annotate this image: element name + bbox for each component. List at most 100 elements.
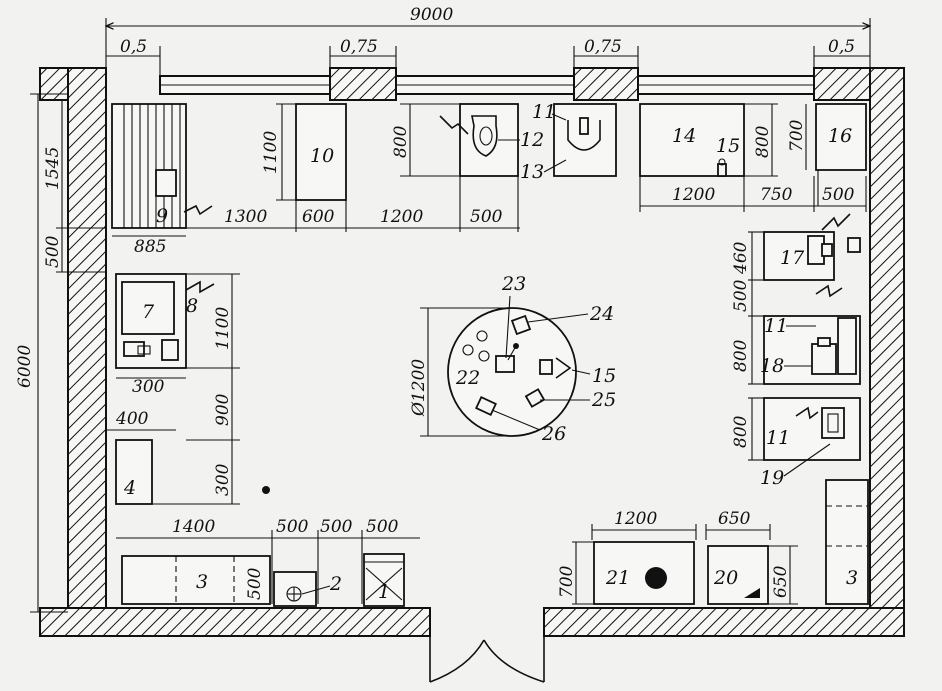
dim-500-unit3: 500	[245, 567, 265, 600]
dim-800-unit19: 800	[731, 415, 751, 448]
label-11-top: 11	[532, 101, 556, 123]
dim-500-top: 500	[470, 207, 503, 227]
dim-900: 900	[213, 393, 233, 426]
dim-800-unit12: 800	[391, 125, 411, 158]
unit-19: 800 11 19	[731, 397, 861, 489]
label-15-table: 15	[592, 365, 616, 387]
label-15-top: 15	[716, 135, 740, 157]
label-11-low: 11	[766, 427, 790, 449]
dim-1200-top: 1200	[380, 207, 423, 227]
dim-window-left: 0,5	[120, 37, 147, 57]
label-10: 10	[310, 145, 334, 167]
unit-20: 650 20 650	[705, 509, 798, 605]
dim-1200-right: 1200	[672, 185, 715, 205]
wall-right	[869, 67, 905, 637]
unit-12-toilet: 800 12	[391, 103, 544, 177]
connector-symbol-18	[815, 284, 843, 298]
unit-13-sink: 11 13	[520, 101, 617, 183]
unit-3-right: 3	[825, 479, 869, 605]
dimension-top-right-row: 1200 750 500	[639, 176, 867, 212]
dim-700-unit21: 700	[557, 565, 577, 598]
walls	[39, 67, 905, 637]
dim-700-unit16: 700	[787, 119, 807, 152]
dim-300-unit4: 300	[213, 463, 233, 496]
dim-500-a: 500	[276, 517, 309, 537]
label-21: 21	[605, 567, 630, 589]
label-9: 9	[156, 205, 168, 227]
dim-1545: 1545	[43, 147, 63, 190]
label-13: 13	[520, 161, 544, 183]
dim-1100-unit10: 1100	[261, 131, 281, 174]
dim-1400: 1400	[172, 517, 215, 537]
dimension-windows: 0,5 0,75 0,75 0,5	[106, 37, 870, 76]
dim-window-right: 0,5	[828, 37, 855, 57]
label-17: 17	[780, 247, 805, 269]
unit-10: 1100 10	[261, 103, 347, 201]
dim-750: 750	[760, 185, 793, 205]
unit-1: 1	[363, 553, 405, 607]
entrance-door	[429, 608, 545, 683]
label-7: 7	[142, 301, 155, 323]
dim-6000: 6000	[15, 345, 35, 388]
dimension-bottom-left-row: 1400 500 500 500	[116, 517, 420, 604]
label-26: 26	[541, 423, 566, 445]
label-1: 1	[378, 581, 390, 603]
dim-650-w: 650	[718, 509, 751, 529]
round-table-22: Ø1200 22 23 24 15 25 26	[409, 273, 616, 445]
wall-left	[67, 67, 107, 637]
label-8: 8	[186, 295, 198, 317]
label-4: 4	[123, 477, 136, 499]
wall-bottom-left	[39, 607, 431, 637]
wall-pier-3	[573, 67, 639, 101]
label-24: 24	[589, 303, 614, 325]
unit-2: 2	[273, 571, 342, 607]
dim-885: 885	[134, 237, 166, 257]
label-23: 23	[501, 273, 526, 295]
unit-9: 9 885	[111, 103, 213, 257]
unit-7: 7 8 1100 300 900	[115, 273, 240, 504]
dim-600: 600	[302, 207, 335, 227]
dim-800-unit18: 800	[731, 339, 751, 372]
label-20: 20	[713, 567, 738, 589]
dim-500-c: 500	[366, 517, 399, 537]
label-12: 12	[520, 129, 544, 151]
label-3-left: 3	[196, 571, 208, 593]
dim-800-unit14: 800	[753, 125, 773, 158]
dim-460: 460	[731, 241, 751, 275]
wall-bottom-right	[543, 607, 905, 637]
label-25: 25	[591, 389, 616, 411]
dimension-top-row: 1300 600 1200 500	[186, 176, 520, 232]
dim-400: 400	[115, 409, 149, 429]
label-19: 19	[760, 467, 784, 489]
dim-500-unit17: 500	[731, 279, 751, 312]
dimension-left-stack: 1545 500	[43, 100, 106, 273]
label-3-right: 3	[846, 567, 858, 589]
label-16: 16	[828, 125, 852, 147]
unit-3-left: 3 500	[121, 555, 271, 605]
unit-14: 14 15 800	[639, 103, 778, 177]
dim-1200-unit21: 1200	[614, 509, 657, 529]
label-14: 14	[672, 125, 696, 147]
dim-table-diameter: Ø1200	[409, 359, 429, 417]
wall-pier-2	[329, 67, 397, 101]
dim-window-mid-right: 0,75	[584, 37, 622, 57]
dimension-overall-depth: 6000	[15, 93, 68, 613]
dim-window-mid-left: 0,75	[340, 37, 378, 57]
dim-9000: 9000	[410, 5, 453, 25]
dim-1100-unit7: 1100	[213, 307, 233, 350]
unit-16: 700 16	[787, 103, 867, 171]
label-22: 22	[455, 367, 480, 389]
unit-18-right: 800 11 18	[731, 315, 861, 385]
dim-500-right: 500	[822, 185, 855, 205]
dimension-overall-width: 9000	[106, 5, 870, 68]
dim-1300: 1300	[224, 207, 267, 227]
label-18-right: 18	[760, 355, 784, 377]
unit-17: 17 460 500	[731, 213, 861, 316]
dim-500-left: 500	[43, 235, 63, 268]
dim-300-unit7: 300	[132, 377, 165, 397]
dim-650-h: 650	[771, 565, 791, 598]
label-11-mid: 11	[764, 315, 788, 337]
unit-21: 1200 21 700	[557, 509, 697, 605]
label-2: 2	[329, 573, 342, 595]
